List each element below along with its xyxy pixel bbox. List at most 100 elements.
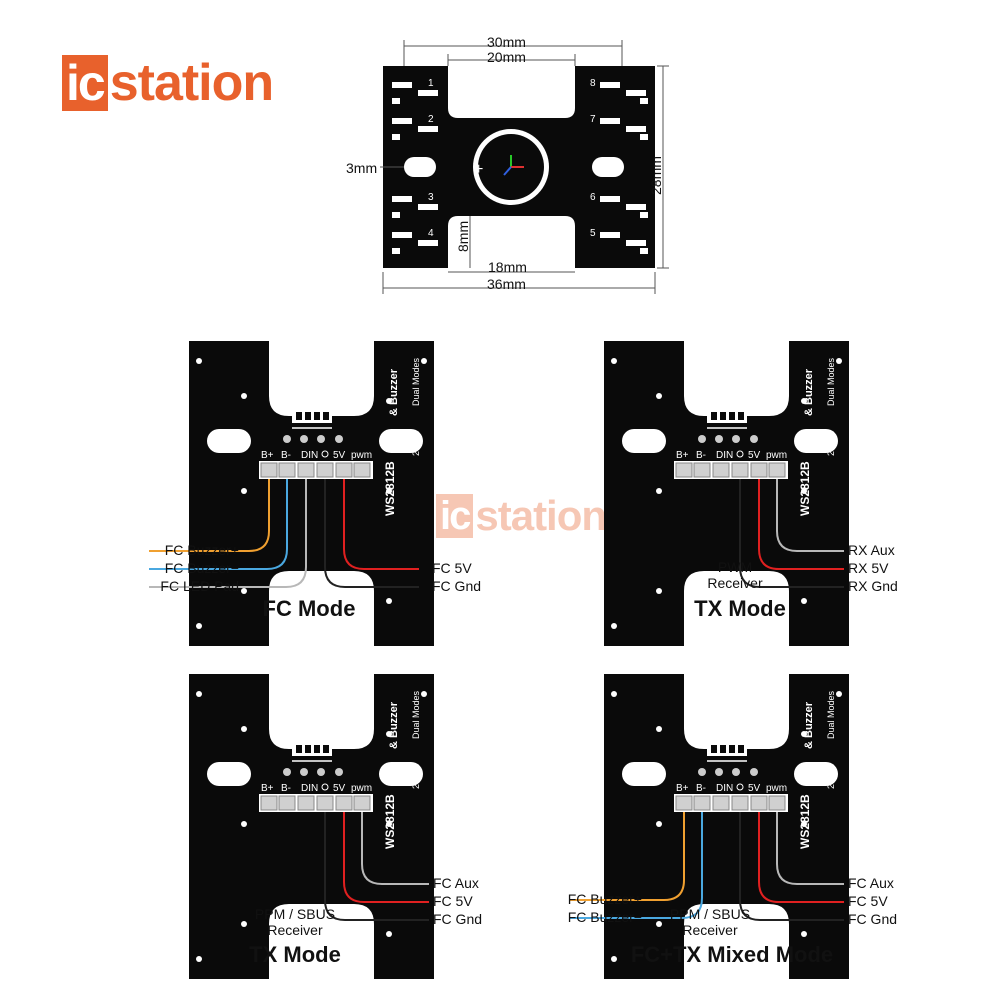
dim-30mm: 30mm bbox=[487, 34, 526, 50]
led-number: 4 bbox=[428, 228, 434, 239]
wire-label: RX Gnd bbox=[848, 578, 898, 594]
pin-label: B- bbox=[281, 783, 291, 794]
pin-label: B- bbox=[281, 450, 291, 461]
wire-label: FC 5V bbox=[848, 893, 888, 909]
pin-label: 5V bbox=[748, 783, 761, 794]
brand-logo: ic station bbox=[62, 54, 274, 112]
pin-label: DIN bbox=[301, 783, 318, 794]
receiver-label: PWM Receiver bbox=[707, 559, 763, 591]
wire-label: FC Buzzer− bbox=[567, 909, 642, 925]
pin-label: pwm bbox=[351, 450, 372, 461]
buzzer-label: & Buzzer bbox=[388, 368, 400, 416]
mode-title: FC Mode bbox=[262, 596, 356, 621]
wire bbox=[343, 479, 419, 570]
svg-text:+: + bbox=[474, 161, 483, 178]
receiver-label: PPM / SBUS Receiver bbox=[669, 906, 751, 938]
pin-label: DIN bbox=[301, 450, 318, 461]
watermark-box-text: ic bbox=[436, 494, 474, 538]
wire-label: FC Aux bbox=[433, 875, 479, 891]
wire bbox=[324, 812, 429, 921]
wire bbox=[361, 812, 429, 885]
board-28mm-label: 28mm bbox=[826, 431, 836, 456]
pin-label: DIN bbox=[716, 783, 733, 794]
wire-label: FC Buzzer+ bbox=[164, 542, 239, 558]
led-number: 7 bbox=[590, 114, 596, 125]
pin-label: B- bbox=[696, 450, 706, 461]
dim-36mm: 36mm bbox=[487, 276, 526, 292]
wire bbox=[569, 812, 685, 901]
wire bbox=[739, 479, 844, 588]
pin-label: pwm bbox=[351, 783, 372, 794]
wire bbox=[149, 479, 270, 552]
logo-rest-text: station bbox=[109, 54, 274, 112]
wire-label: FC 5V bbox=[433, 893, 473, 909]
led-number: 6 bbox=[590, 192, 596, 203]
led-number: 1 bbox=[428, 78, 434, 89]
wire bbox=[776, 479, 844, 552]
wire-label: RX Aux bbox=[848, 542, 895, 558]
wire bbox=[758, 479, 844, 570]
wire-label: FC Buzzer− bbox=[164, 560, 239, 576]
receiver-label: PPM / SBUS Receiver bbox=[254, 906, 336, 938]
mode-title: TX Mode bbox=[249, 942, 341, 967]
buzzer-label: & Buzzer bbox=[388, 701, 400, 749]
chip-label: WS2812B bbox=[383, 794, 397, 849]
dim-18mm: 18mm bbox=[488, 259, 527, 275]
led-number: 8 bbox=[590, 78, 596, 89]
pin-label: pwm bbox=[766, 450, 787, 461]
pin-label: B+ bbox=[261, 783, 274, 794]
wire-label: FC LED Pad bbox=[160, 578, 239, 594]
mode-title: FC+TX Mixed Mode bbox=[630, 942, 834, 967]
board-28mm-label: 28mm bbox=[411, 764, 421, 789]
pin-label: 5V bbox=[748, 450, 761, 461]
dim-3mm: 3mm bbox=[346, 160, 378, 176]
wire bbox=[324, 479, 419, 588]
wire-label: RX 5V bbox=[848, 560, 889, 576]
wire bbox=[343, 812, 429, 903]
pin-label: DIN bbox=[716, 450, 733, 461]
dim-20mm: 20mm bbox=[487, 49, 526, 65]
dimension-lines bbox=[380, 40, 669, 294]
led-number: 3 bbox=[428, 192, 434, 203]
top-board: + 1 2 3 4 8 7 6 5 bbox=[383, 66, 655, 268]
chip-label: WS2812B bbox=[798, 461, 812, 516]
dual-modes-label: Dual Modes bbox=[411, 690, 421, 739]
wire bbox=[149, 479, 288, 570]
wire bbox=[776, 812, 844, 885]
dual-modes-label: Dual Modes bbox=[411, 357, 421, 406]
wire-label: FC Gnd bbox=[433, 911, 483, 927]
pin-label: B+ bbox=[676, 783, 689, 794]
wire-label: FC Gnd bbox=[432, 578, 482, 594]
wire-label: FC Gnd bbox=[848, 911, 898, 927]
dual-modes-label: Dual Modes bbox=[826, 357, 836, 406]
wire-label: FC 5V bbox=[432, 560, 472, 576]
led-number: 5 bbox=[590, 228, 596, 239]
pin-label: 5V bbox=[333, 783, 346, 794]
wire bbox=[569, 812, 703, 919]
pin-label: 5V bbox=[333, 450, 346, 461]
wire bbox=[149, 479, 307, 588]
logo-box-text: ic bbox=[62, 55, 108, 111]
wire bbox=[758, 812, 844, 903]
wire-label: FC Buzzer+ bbox=[567, 891, 642, 907]
dual-modes-label: Dual Modes bbox=[826, 690, 836, 739]
pin-label: pwm bbox=[766, 783, 787, 794]
board-28mm-label: 28mm bbox=[826, 764, 836, 789]
mode-title: TX Mode bbox=[694, 596, 786, 621]
chip-label: WS2812B bbox=[383, 461, 397, 516]
led-number: 2 bbox=[428, 114, 434, 125]
dim-28mm: 28mm bbox=[648, 156, 664, 195]
buzzer-label: & Buzzer bbox=[803, 368, 815, 416]
pin-label: B+ bbox=[261, 450, 274, 461]
wire-label: FC Aux bbox=[848, 875, 894, 891]
wire bbox=[739, 812, 844, 921]
buzzer-label: & Buzzer bbox=[803, 701, 815, 749]
pin-label: B- bbox=[696, 783, 706, 794]
dim-8mm: 8mm bbox=[455, 220, 471, 252]
watermark-rest-text: station bbox=[475, 492, 607, 539]
